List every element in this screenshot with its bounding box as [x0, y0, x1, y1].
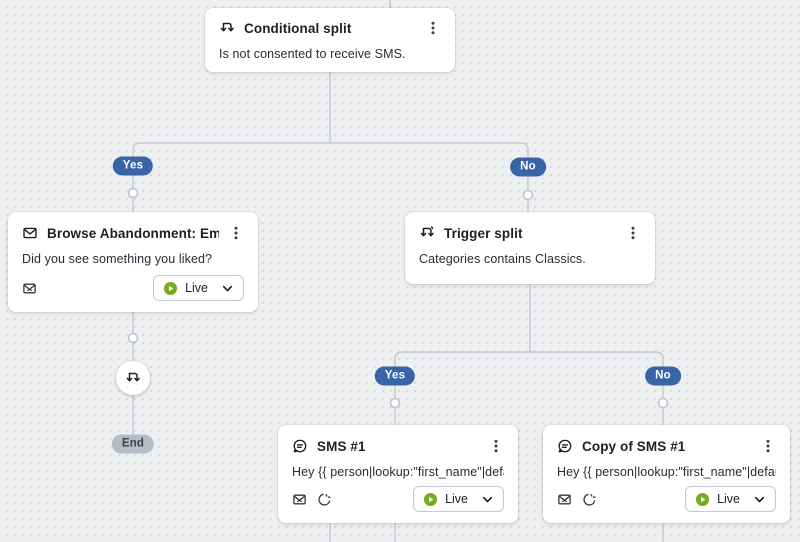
chevron-down-icon	[753, 493, 766, 506]
email-channel-icon	[293, 494, 306, 504]
node-card-trigger-split[interactable]: Trigger split Categories contains Classi…	[405, 212, 655, 284]
end-badge: End	[111, 434, 155, 454]
node-description: Did you see something you liked?	[22, 252, 213, 266]
node-description: Hey {{ person|lookup:"first_name"|defaul…	[557, 465, 776, 479]
status-label: Live	[445, 492, 468, 506]
live-status-icon	[164, 281, 178, 295]
kebab-menu-icon	[234, 226, 238, 240]
email-channel-icon	[558, 494, 571, 504]
node-header: Browse Abandonment: Email...	[22, 223, 244, 243]
node-description: Is not consented to receive SMS.	[219, 47, 406, 61]
path-badge-no: No	[510, 157, 546, 177]
node-menu-button[interactable]	[760, 436, 776, 456]
kebab-menu-icon	[766, 439, 770, 453]
email-icon	[22, 225, 38, 241]
conditional-split-circle-node[interactable]	[116, 361, 150, 395]
node-description: Categories contains Classics.	[419, 252, 586, 266]
chevron-down-icon	[221, 282, 234, 295]
node-card-conditional-split[interactable]: Conditional split Is not consented to re…	[205, 8, 455, 72]
kebab-menu-icon	[431, 21, 435, 35]
node-card-copy-of-sms-1[interactable]: Copy of SMS #1 Hey {{ person|lookup:"fir…	[543, 425, 790, 523]
trigger-split-icon	[419, 225, 435, 241]
conditional-split-icon	[219, 20, 235, 36]
sms-icon	[557, 438, 573, 454]
node-footer: Live	[22, 275, 244, 301]
node-menu-button[interactable]	[625, 223, 641, 243]
path-badge-yes: Yes	[374, 366, 416, 386]
node-menu-button[interactable]	[488, 436, 504, 456]
node-title: Conditional split	[244, 20, 352, 36]
node-footer: Live	[292, 486, 504, 512]
node-title: Browse Abandonment: Email...	[47, 225, 219, 241]
node-title: SMS #1	[317, 438, 366, 454]
node-card-browse-abandonment-email[interactable]: Browse Abandonment: Email... Did you see…	[8, 212, 258, 312]
node-header: Trigger split	[419, 223, 641, 243]
kebab-menu-icon	[631, 226, 635, 240]
path-badge-no: No	[645, 366, 681, 386]
sms-icon	[292, 438, 308, 454]
live-status-icon	[424, 492, 438, 506]
node-title: Trigger split	[444, 225, 523, 241]
node-header: Conditional split	[219, 18, 441, 38]
quiet-hours-icon	[583, 493, 596, 506]
status-dropdown[interactable]: Live	[153, 275, 244, 301]
path-badge-yes: Yes	[112, 156, 154, 176]
status-dropdown[interactable]: Live	[685, 486, 776, 512]
quiet-hours-icon	[318, 493, 331, 506]
live-status-icon	[696, 492, 710, 506]
status-label: Live	[185, 281, 208, 295]
node-description: Hey {{ person|lookup:"first_name"|defaul…	[292, 465, 504, 479]
status-dropdown[interactable]: Live	[413, 486, 504, 512]
chevron-down-icon	[481, 493, 494, 506]
node-menu-button[interactable]	[228, 223, 244, 243]
node-menu-button[interactable]	[425, 18, 441, 38]
node-card-sms-1[interactable]: SMS #1 Hey {{ person|lookup:"first_name"…	[278, 425, 518, 523]
kebab-menu-icon	[494, 439, 498, 453]
status-label: Live	[717, 492, 740, 506]
node-footer: Live	[557, 486, 776, 512]
node-header: Copy of SMS #1	[557, 436, 776, 456]
email-channel-icon	[23, 283, 36, 293]
conditional-split-icon	[126, 372, 140, 382]
node-header: SMS #1	[292, 436, 504, 456]
node-title: Copy of SMS #1	[582, 438, 686, 454]
